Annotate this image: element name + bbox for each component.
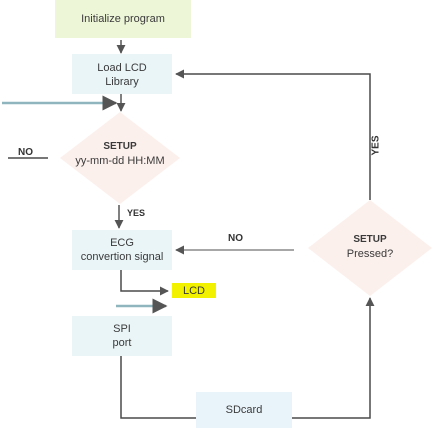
load-node-shape	[72, 54, 172, 94]
no-right-label: NO	[228, 233, 243, 244]
lcd-node: LCD	[172, 283, 216, 298]
spi-port-node: SPI port	[72, 318, 172, 354]
ecg-node: ECG convertion signal	[72, 232, 172, 268]
no-left-label: NO	[18, 147, 33, 158]
load-lcd-library-node: Load LCD Library	[72, 56, 172, 94]
yes-down-label: YES	[127, 208, 146, 218]
setup-pressed-title: SETUP	[353, 234, 387, 245]
setup-main-diamond	[60, 112, 180, 204]
arrow-pressed-to-load	[175, 69, 371, 200]
lcd-label: LCD	[182, 284, 205, 297]
sdcard-label: SDcard	[225, 404, 263, 416]
init-node-shape	[55, 0, 191, 38]
init-label: Initialize program	[81, 13, 165, 25]
spi-node-shape	[72, 316, 172, 356]
arrow-ecg-to-lcd	[120, 270, 169, 296]
arrow-sdcard-to-pressed	[292, 297, 375, 419]
lcd-node-shape	[172, 283, 216, 298]
ecg-label-line1: ECG	[110, 237, 134, 249]
load-label-line1: Load LCD	[97, 62, 147, 74]
sdcard-node-shape	[196, 392, 292, 428]
spi-label-line2: port	[112, 337, 132, 349]
yes-up-label: YES	[370, 135, 382, 156]
load-label-line2: Library	[105, 76, 139, 88]
line-spi-to-sdcard	[120, 356, 196, 419]
spi-label-line1: SPI	[113, 323, 131, 335]
setup-pressed-node: SETUP Pressed?	[318, 230, 422, 264]
sdcard-node: SDcard	[196, 392, 292, 428]
setup-main-format: yy-mm-dd HH:MM	[75, 155, 165, 167]
ecg-node-shape	[72, 230, 172, 270]
setup-main-node: SETUP yy-mm-dd HH:MM	[60, 138, 180, 170]
setup-pressed-question: Pressed?	[346, 248, 394, 260]
setup-main-title: SETUP	[103, 141, 137, 152]
init-node: Initialize program	[55, 0, 191, 38]
ecg-label-line2: convertion signal	[80, 251, 164, 263]
setup-pressed-diamond	[308, 200, 432, 296]
